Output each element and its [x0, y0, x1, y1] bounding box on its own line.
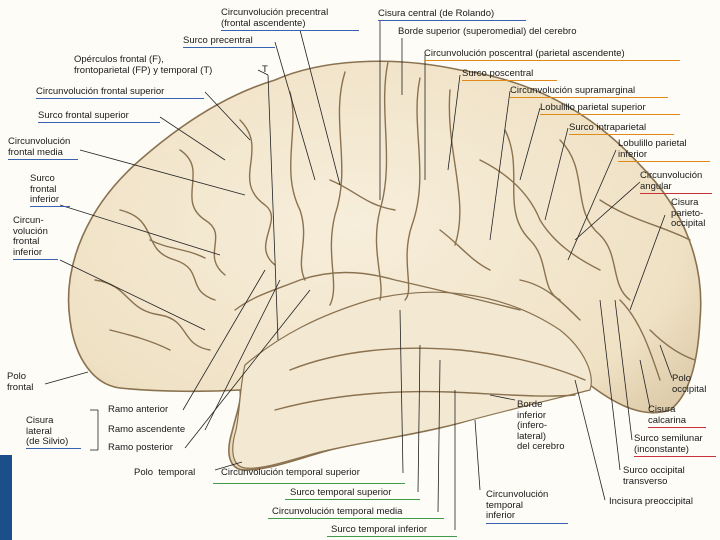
underline-inferior-temporal-sulcus: [327, 536, 457, 537]
underline-inferior-frontal-sulcus: [30, 206, 70, 207]
underline-inferior-frontal-gyrus: [13, 259, 58, 260]
underline-inferior-temporal-gyrus: [486, 523, 568, 524]
label-anterior-ramus: Ramo anterior: [108, 404, 169, 415]
label-opercula: Opérculos frontal (F), frontoparietal (F…: [74, 54, 213, 76]
label-superior-temporal-sulcus: Surco temporal superior: [290, 487, 392, 498]
underline-superior-frontal-gyrus: [36, 98, 204, 99]
label-intraparietal-sulcus: Surco intraparietal: [569, 122, 647, 133]
label-inferior-border: Borde inferior (infero- lateral) del cer…: [517, 399, 565, 452]
label-inferior-temporal-gyrus: Circunvolución temporal inferior: [486, 489, 549, 521]
label-inferior-frontal-gyrus: Circun- volución frontal inferior: [13, 215, 48, 258]
label-precentral-gyrus: Circunvolución precentral (frontal ascen…: [221, 7, 329, 29]
temporal-lobe: [232, 291, 592, 469]
underline-calcarine-fissure: [648, 427, 706, 428]
label-superior-frontal-sulcus: Surco frontal superior: [38, 110, 129, 121]
sulci-lines: [94, 61, 696, 411]
label-postcentral-gyrus: Circunvolución poscentral (parietal asce…: [424, 48, 625, 59]
label-calcarine-fissure: Cisura calcarina: [648, 404, 687, 426]
label-angular-gyrus: Circunvolución angular: [640, 170, 703, 192]
underline-intraparietal-sulcus: [569, 134, 674, 135]
label-superior-frontal-gyrus: Circunvolución frontal superior: [36, 86, 165, 97]
underline-precentral-sulcus: [183, 47, 275, 48]
label-inferior-frontal-sulcus: Surco frontal inferior: [30, 173, 60, 205]
label-lateral-fissure: Cisura lateral (de Silvio): [26, 415, 69, 447]
label-inferior-parietal-lobule: Lobulillo parietal inferior: [618, 138, 687, 160]
label-frontal-pole: Polo frontal: [7, 371, 34, 393]
label-superior-border: Borde superior (superomedial) del cerebr…: [398, 26, 577, 37]
label-ascending-ramus: Ramo ascendente: [108, 424, 186, 435]
underline-precentral-gyrus: [221, 30, 359, 31]
underline-superior-temporal-gyrus: [213, 483, 405, 484]
underline-inferior-parietal-lobule: [618, 161, 710, 162]
leader-lines: [44, 20, 673, 530]
label-posterior-ramus: Ramo posterior: [108, 442, 173, 453]
underline-lateral-fissure: [26, 448, 81, 449]
underline-central-sulcus: [378, 20, 526, 21]
label-precentral-sulcus: Surco precentral: [183, 35, 253, 46]
underline-middle-temporal-gyrus: [268, 518, 444, 519]
label-preoccipital-notch: Incisura preoccipital: [609, 496, 693, 507]
underline-angular-gyrus: [640, 193, 712, 194]
label-occipital-pole: Polo occipital: [672, 373, 707, 395]
label-transverse-occipital-sulcus: Surco occipital transverso: [623, 465, 685, 487]
underline-postcentral-gyrus: [424, 60, 680, 61]
underline-semilunar-sulcus: [634, 456, 716, 457]
label-temporal-pole: Polo temporal: [134, 467, 196, 478]
label-middle-temporal-gyrus: Circunvolución temporal media: [272, 506, 403, 517]
label-operculum-letter: T: [262, 64, 268, 75]
label-superior-parietal-lobule: Lobulillo parietal superior: [540, 102, 646, 113]
label-central-sulcus: Cisura central (de Rolando): [378, 8, 495, 19]
label-inferior-temporal-sulcus: Surco temporal inferior: [331, 524, 428, 535]
label-postcentral-sulcus: Surco poscentral: [462, 68, 534, 79]
underline-superior-temporal-sulcus: [285, 499, 420, 500]
underline-postcentral-sulcus: [462, 80, 557, 81]
label-parieto-occipital-fissure: Cisura parieto- occipital: [671, 197, 706, 229]
underline-supramarginal-gyrus: [510, 97, 668, 98]
underline-superior-parietal-lobule: [540, 114, 680, 115]
label-supramarginal-gyrus: Circunvolución supramarginal: [510, 85, 636, 96]
label-middle-frontal-gyrus: Circunvolución frontal media: [8, 136, 71, 158]
label-semilunar-sulcus: Surco semilunar (inconstante): [634, 433, 703, 455]
underline-middle-frontal-gyrus: [8, 159, 78, 160]
label-superior-temporal-gyrus: Circunvolución temporal superior: [221, 467, 360, 478]
underline-superior-frontal-sulcus: [38, 122, 160, 123]
accent-bar: [0, 455, 12, 540]
